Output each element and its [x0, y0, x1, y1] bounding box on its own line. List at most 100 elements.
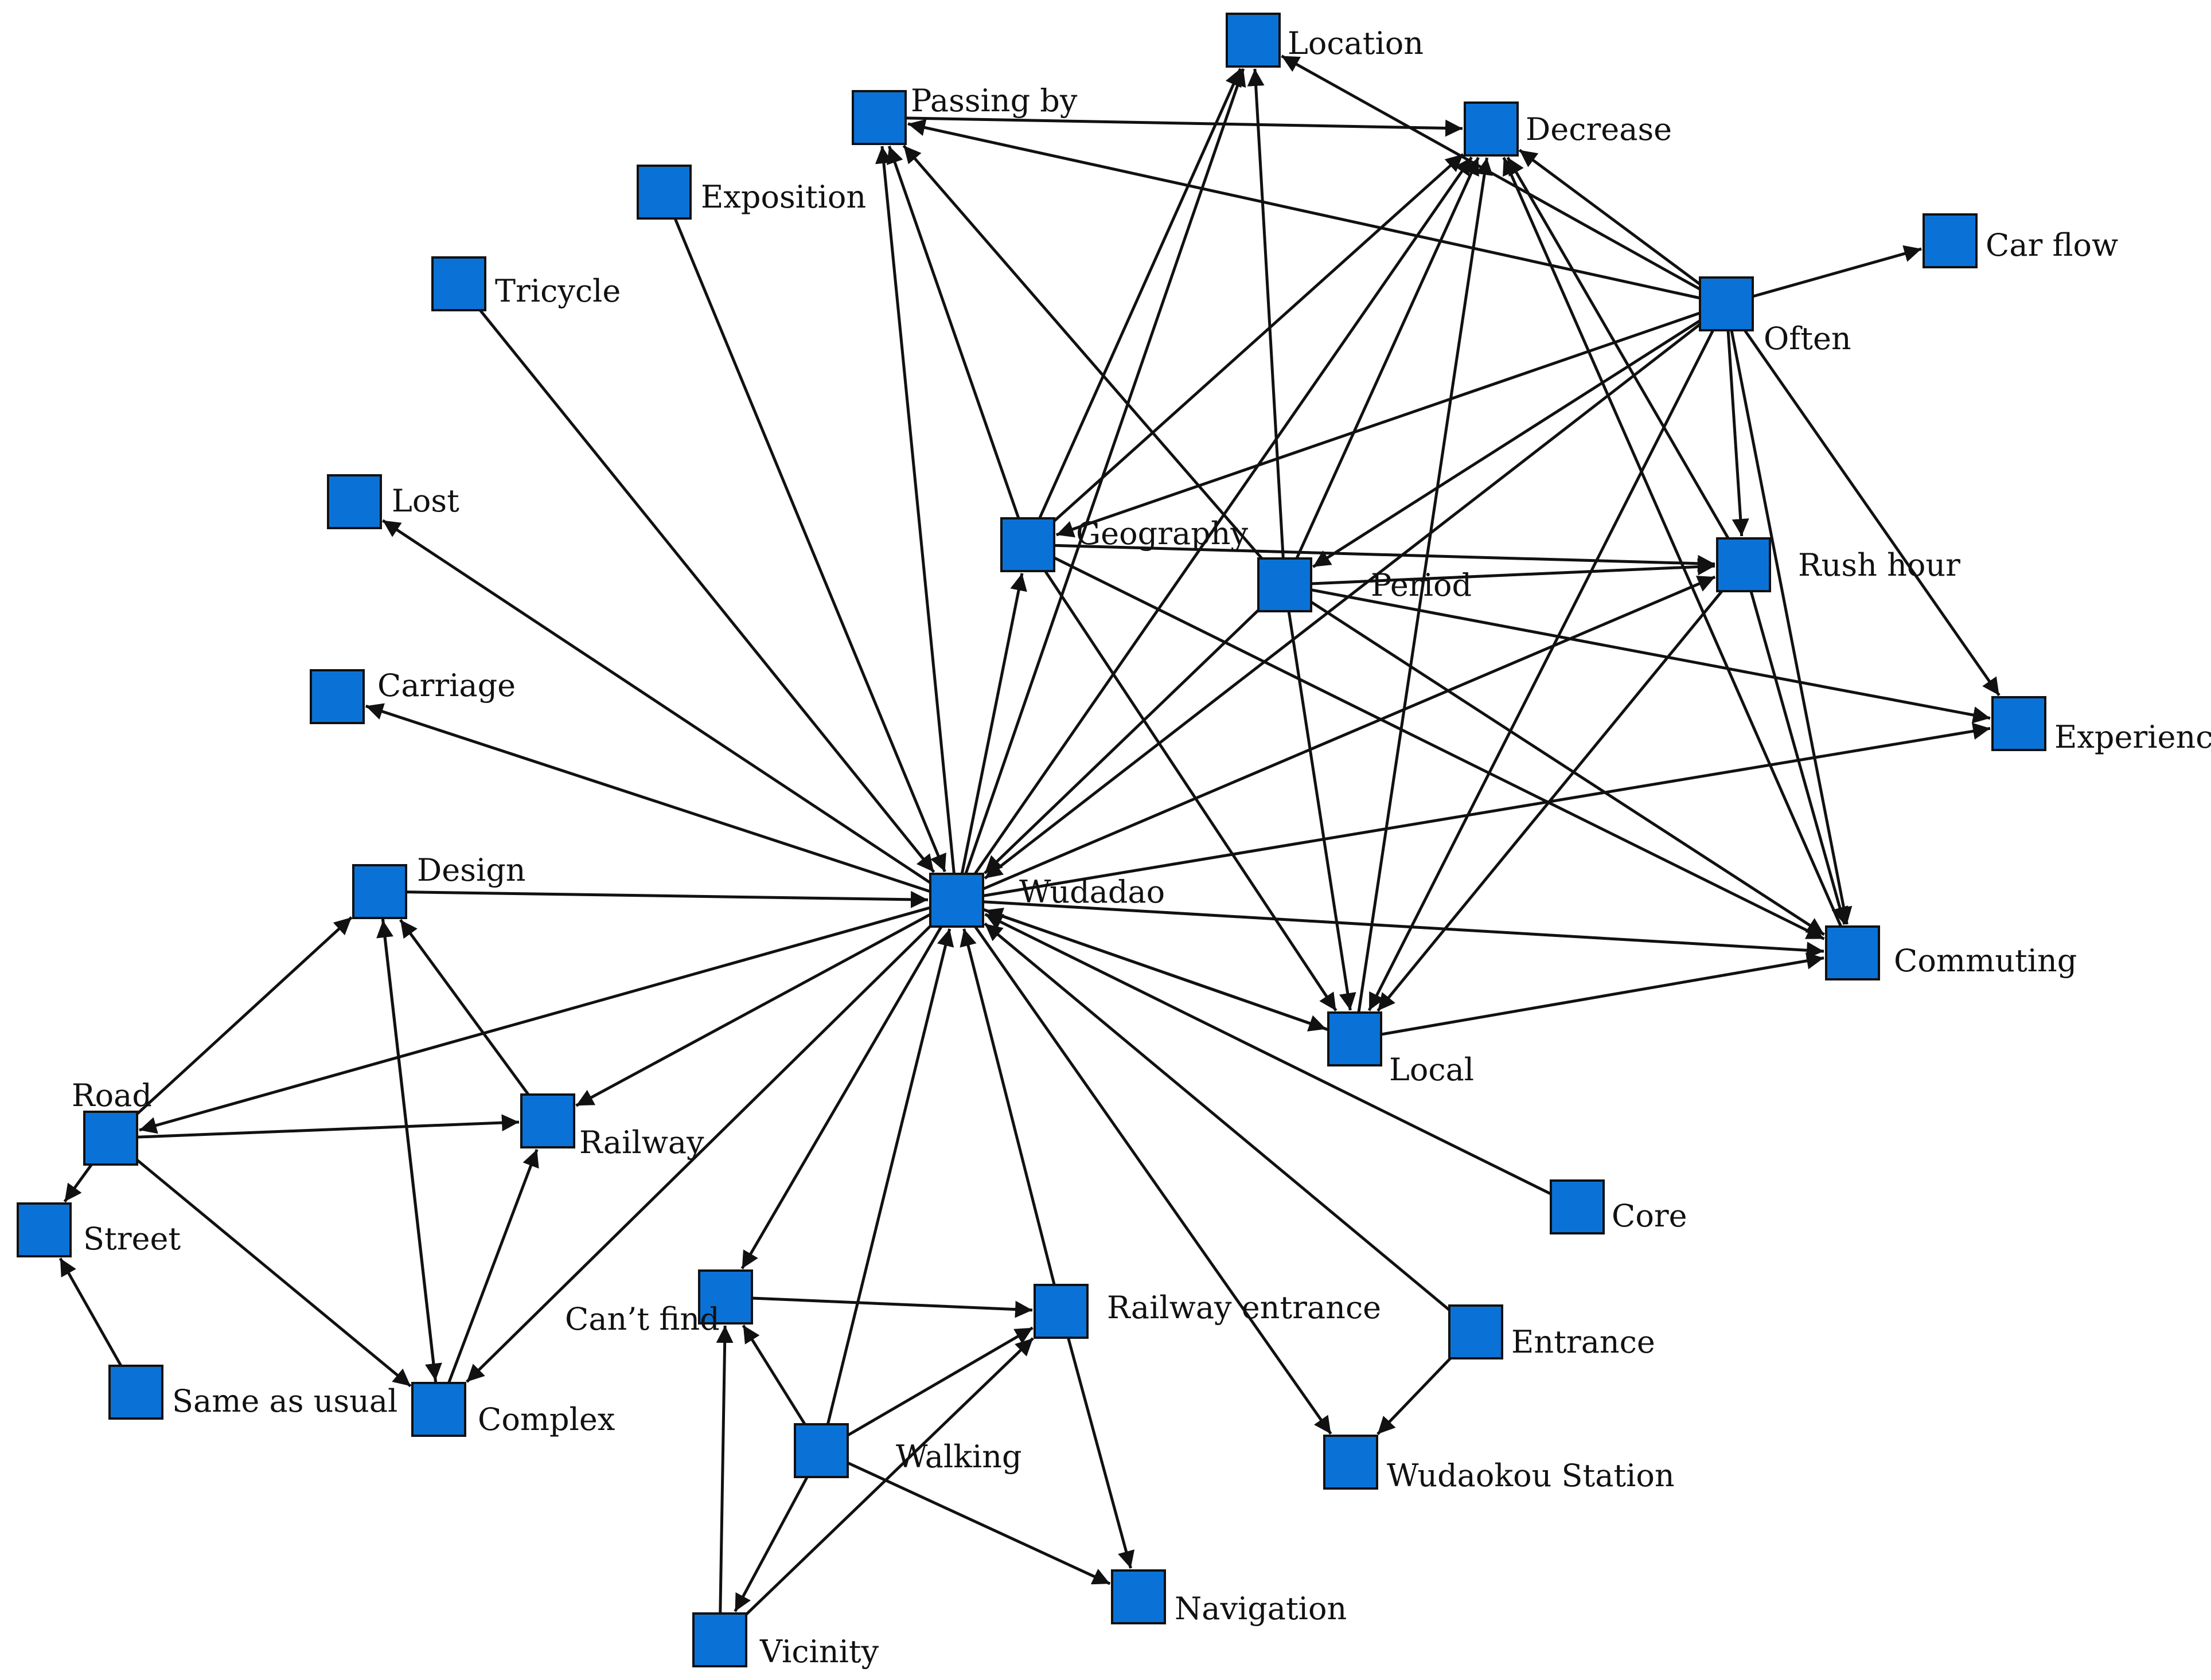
node-geography: Geography — [1000, 515, 1249, 572]
edge-often-to-local — [1367, 329, 1714, 1011]
edge-geography-to-location — [1038, 68, 1242, 519]
node-square — [411, 1382, 466, 1437]
node-label: Exposition — [701, 179, 866, 215]
edge-design-to-wudadao — [405, 890, 929, 908]
node-square — [1034, 1284, 1089, 1339]
edge-layer — [59, 54, 2001, 1616]
edge-wudadao-to-carriage — [365, 703, 931, 893]
node-square — [327, 474, 382, 529]
edge-often-to-period — [1312, 319, 1701, 568]
node-square — [1991, 696, 2046, 751]
edge-wudadao-to-railway — [575, 913, 931, 1107]
node-label: Design — [417, 852, 526, 888]
node-car-flow: Car flow — [1923, 213, 2118, 268]
node-core: Core — [1550, 1179, 1687, 1234]
node-label: Street — [83, 1221, 181, 1257]
edge-period-to-rush_hour — [1311, 558, 1715, 585]
node-label: Wudadao — [1019, 874, 1165, 910]
node-square — [1111, 1569, 1166, 1624]
node-railway-entrance: Railway entrance — [1034, 1284, 1381, 1339]
node-label: Local — [1389, 1052, 1474, 1088]
edge-walking-to-cant_find — [742, 1325, 806, 1425]
node-square — [1825, 925, 1880, 980]
node-square — [698, 1269, 753, 1325]
node-square — [1000, 517, 1055, 572]
edge-core-to-wudadao — [984, 913, 1552, 1195]
node-label: Road — [72, 1077, 152, 1114]
edge-railway_entrance-to-navigation — [1067, 1337, 1135, 1569]
node-label: Wudaokou Station — [1387, 1458, 1675, 1494]
node-label: Car flow — [1986, 227, 2118, 263]
edge-cant_find-to-railway_entrance — [751, 1296, 1033, 1318]
node-same-as-usual: Same as usual — [108, 1365, 397, 1420]
edge-road-to-railway — [137, 1114, 520, 1139]
node-square — [1323, 1435, 1378, 1490]
edge-period-to-experience — [1311, 588, 1991, 724]
node-carriage: Carriage — [310, 667, 516, 724]
edge-wudadao-to-wudaokou_station — [974, 925, 1332, 1435]
node-square — [1327, 1011, 1382, 1066]
node-square — [17, 1202, 72, 1257]
edge-geography-to-commuting — [1053, 556, 1825, 940]
node-period: Period — [1257, 557, 1472, 612]
edge-often-to-geography — [1055, 311, 1701, 538]
edge-commuting-to-decrease — [1502, 157, 1843, 928]
node-square — [929, 873, 984, 928]
node-experience: Experience — [1991, 696, 2211, 755]
node-square — [794, 1423, 849, 1478]
edge-same_as_usual-to-street — [59, 1257, 123, 1367]
edge-local-to-commuting — [1381, 952, 1824, 1036]
node-label: Walking — [896, 1439, 1022, 1475]
node-label: Rush hour — [1798, 547, 1960, 583]
node-label: Railway — [579, 1124, 704, 1161]
node-square — [1699, 276, 1754, 331]
edge-local-to-decrease — [1357, 157, 1493, 1013]
node-square — [1226, 13, 1281, 68]
edge-wudadao-to-lost — [381, 519, 931, 884]
node-label: Tricycle — [495, 273, 621, 309]
node-label: Geography — [1076, 515, 1249, 552]
edge-design-to-complex — [381, 917, 442, 1381]
node-label: Experience — [2054, 719, 2211, 755]
node-label: Railway entrance — [1107, 1290, 1381, 1326]
edge-road-to-complex — [136, 1159, 412, 1388]
node-label: Decrease — [1526, 111, 1672, 147]
node-railway: Railway — [520, 1093, 704, 1161]
edge-wudadao-to-cant_find — [740, 925, 943, 1269]
node-square — [310, 669, 365, 724]
edge-often-to-passing_by — [907, 119, 1701, 300]
edge-passing_by-to-decrease — [905, 116, 1463, 137]
node-label: Can’t find — [565, 1301, 720, 1337]
edge-road-to-street — [63, 1163, 93, 1203]
node-square — [1257, 557, 1312, 612]
node-label: Entrance — [1511, 1324, 1655, 1360]
edge-wudadao-to-geography — [960, 573, 1027, 874]
node-square — [637, 165, 692, 220]
node-often: Often — [1699, 276, 1851, 357]
edge-often-to-decrease — [1518, 149, 1701, 286]
edge-wudadao-to-rush_hour — [982, 575, 1716, 890]
edge-geography-to-passing_by — [886, 145, 1020, 519]
node-square — [692, 1612, 747, 1667]
edge-wudadao-to-location — [964, 68, 1246, 874]
node-square — [1464, 101, 1519, 157]
edge-geography-to-decrease — [1053, 153, 1464, 522]
edge-tricycle-to-wudadao — [479, 309, 935, 873]
node-square — [852, 90, 907, 145]
edge-wudadao-to-commuting — [982, 900, 1824, 959]
edge-vicinity-to-cant_find — [716, 1325, 734, 1614]
edge-railway-to-design — [399, 919, 530, 1096]
node-entrance: Entrance — [1448, 1304, 1655, 1360]
node-label: Lost — [392, 483, 459, 519]
edge-wudadao-to-road — [139, 906, 931, 1134]
node-wudaokou-station: Wudaokou Station — [1323, 1435, 1675, 1494]
edge-walking-to-vicinity — [734, 1476, 809, 1612]
node-label: Navigation — [1175, 1591, 1347, 1627]
node-square — [520, 1093, 575, 1148]
edge-rush_hour-to-commuting — [1749, 591, 1849, 925]
edge-exposition-to-wudadao — [673, 218, 946, 873]
node-walking: Walking — [794, 1423, 1022, 1478]
edge-complex-to-railway — [447, 1148, 539, 1384]
